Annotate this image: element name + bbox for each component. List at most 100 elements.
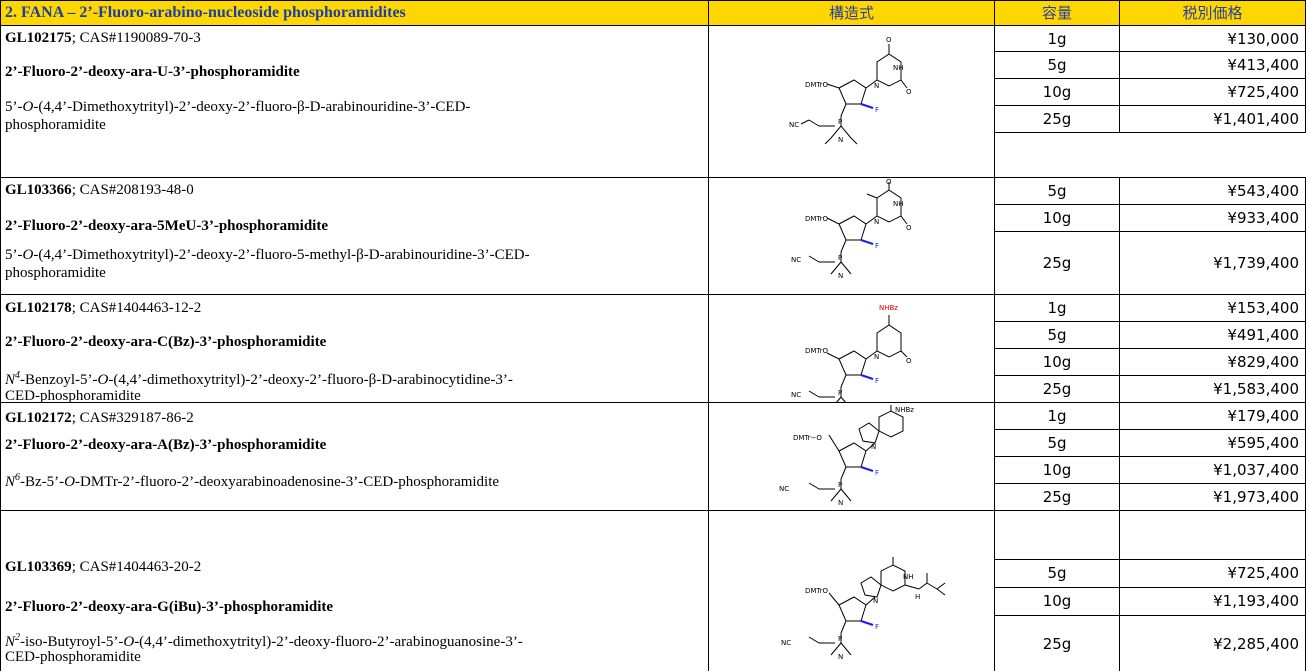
header-capacity: 容量 <box>994 0 1120 26</box>
svg-text:N: N <box>838 272 843 280</box>
svg-text:DMTr−O: DMTr−O <box>793 434 822 442</box>
product-code: GL102175 <box>5 30 72 46</box>
size-cell: 10g <box>994 204 1120 232</box>
product-description: 5’-O-(4,4’-Dimethoxytrityl)-2’-deoxy-2’-… <box>5 247 530 263</box>
size-cell: 10g <box>994 456 1120 484</box>
price-cell: ¥1,037,400 <box>1119 456 1306 484</box>
product-code: GL103366 <box>5 182 72 198</box>
size-cell: 25g <box>994 483 1120 511</box>
price-cell: ¥153,400 <box>1119 294 1306 322</box>
svg-text:NH: NH <box>893 200 904 208</box>
size-cell: 1g <box>994 25 1120 52</box>
product-id-line: GL102172; CAS#329187-86-2 <box>5 409 194 427</box>
svg-text:O: O <box>906 88 912 96</box>
structure-cell: DMTrO NH O O N F NC P N <box>708 177 995 295</box>
svg-text:N: N <box>874 82 879 90</box>
svg-text:NC: NC <box>789 121 799 129</box>
product-description-cont: CED-phosphoramidite <box>5 649 141 665</box>
size-cell: 1g <box>994 402 1120 430</box>
svg-text:N: N <box>838 653 843 661</box>
svg-text:N: N <box>874 353 879 361</box>
svg-text:NC: NC <box>791 391 801 399</box>
size-cell: 5g <box>994 429 1120 457</box>
price-cell: ¥595,400 <box>1119 429 1306 457</box>
svg-text:O: O <box>906 357 912 365</box>
product-id-line: GL102175; CAS#1190089-70-3 <box>5 29 201 47</box>
header-structure: 構造式 <box>708 0 995 26</box>
svg-text:DMTrO: DMTrO <box>805 81 829 89</box>
product-id-line: GL102178; CAS#1404463-12-2 <box>5 299 201 317</box>
size-cell: 1g <box>994 294 1120 322</box>
price-cell: ¥413,400 <box>1119 51 1306 79</box>
svg-text:P: P <box>838 635 842 643</box>
size-cell: 5g <box>994 321 1120 349</box>
price-cell: ¥491,400 <box>1119 321 1306 349</box>
price-cell: ¥1,973,400 <box>1119 483 1306 511</box>
size-cell: 10g <box>994 78 1120 106</box>
product-description-cont: phosphoramidite <box>5 265 106 281</box>
svg-text:P: P <box>838 118 842 126</box>
structure-cell: DMTrO NH O O N F NC P N <box>708 25 995 178</box>
chemical-structure-image: DMTrO NH O O N F NC P N <box>791 178 912 280</box>
product-name: 2’-Fluoro-2’-deoxy-ara-5MeU-3’-phosphora… <box>5 218 329 234</box>
section-title: 2. FANA – 2’-Fluoro-arabino-nucleoside p… <box>0 0 709 26</box>
product-description: 5’-O-(4,4’-Dimethoxytrityl)-2’-deoxy-2’-… <box>5 99 471 115</box>
svg-text:P: P <box>838 254 842 262</box>
svg-text:N: N <box>871 443 876 451</box>
svg-text:NC: NC <box>781 639 791 647</box>
chemical-structure-image: DMTrO NH N F NC P N H <box>781 557 946 661</box>
product-code: GL103369 <box>5 559 72 575</box>
product-info-cell: GL103366; CAS#208193-48-0 2’-Fluoro-2’-d… <box>0 177 709 295</box>
size-cell: 5g <box>994 177 1120 205</box>
size-cell: 25g <box>994 105 1120 133</box>
svg-text:F: F <box>875 106 879 114</box>
product-description-cont: phosphoramidite <box>5 117 106 133</box>
svg-text:F: F <box>875 242 879 250</box>
product-code: GL102178 <box>5 300 72 316</box>
product-name: 2’-Fluoro-2’-deoxy-ara-U-3’-phosphoramid… <box>5 64 300 80</box>
svg-text:NHBz: NHBz <box>895 406 914 414</box>
product-name: 2’-Fluoro-2’-deoxy-ara-A(Bz)-3’-phosphor… <box>5 437 327 453</box>
size-cell-empty <box>994 510 1120 560</box>
price-cell: ¥829,400 <box>1119 348 1306 376</box>
product-code: GL102172 <box>5 410 72 426</box>
svg-text:H: H <box>915 593 920 601</box>
size-cell: 25g <box>994 375 1120 403</box>
svg-text:O: O <box>886 36 892 44</box>
structure-cell: DMTrO NH N F NC P N H <box>708 510 995 671</box>
svg-text:F: F <box>875 623 879 631</box>
price-cell: ¥1,193,400 <box>1119 587 1306 616</box>
price-cell: ¥1,401,400 <box>1119 105 1306 133</box>
svg-text:DMTrO: DMTrO <box>805 347 829 355</box>
product-description: N2-iso-Butyroyl-5’-O-(4,4’-dimethoxytrit… <box>5 632 523 650</box>
svg-text:N: N <box>873 597 878 605</box>
size-cell: 25g <box>994 615 1120 671</box>
product-name: 2’-Fluoro-2’-deoxy-ara-C(Bz)-3’-phosphor… <box>5 334 327 350</box>
svg-text:O: O <box>886 178 892 186</box>
svg-text:NC: NC <box>779 485 789 493</box>
price-cell-empty <box>1119 510 1306 560</box>
svg-text:P: P <box>838 389 842 397</box>
svg-text:O: O <box>906 224 912 232</box>
price-cell: ¥1,583,400 <box>1119 375 1306 403</box>
size-cell: 5g <box>994 559 1120 588</box>
svg-text:DMTrO: DMTrO <box>805 215 829 223</box>
svg-text:N: N <box>838 136 843 144</box>
chemical-structure-image: DMTr−O NHBz N F NC P N <box>779 405 914 507</box>
svg-text:NC: NC <box>791 256 801 264</box>
product-description: N6-Bz-5’-O-DMTr-2’-fluoro-2’-deoxyarabin… <box>5 472 500 490</box>
product-description: N4-Benzoyl-5’-O-(4,4’-dimethoxytrityl)-2… <box>5 370 513 388</box>
cas-number: ; CAS#1404463-12-2 <box>71 300 202 316</box>
svg-text:NH: NH <box>903 573 914 581</box>
product-description-cont: CED-phosphoramidite <box>5 388 141 404</box>
size-cell: 5g <box>994 51 1120 79</box>
svg-text:NH: NH <box>893 64 904 72</box>
svg-text:F: F <box>875 469 879 477</box>
chemical-structure-image: DMTrO NH O O N F NC P N <box>789 36 912 145</box>
product-info-cell: GL103369; CAS#1404463-20-2 2’-Fluoro-2’-… <box>0 510 709 671</box>
header-price: 税別価格 <box>1119 0 1306 26</box>
price-cell: ¥179,400 <box>1119 402 1306 430</box>
price-cell: ¥543,400 <box>1119 177 1306 205</box>
size-cell: 25g <box>994 231 1120 295</box>
svg-text:NHBz: NHBz <box>879 304 898 312</box>
